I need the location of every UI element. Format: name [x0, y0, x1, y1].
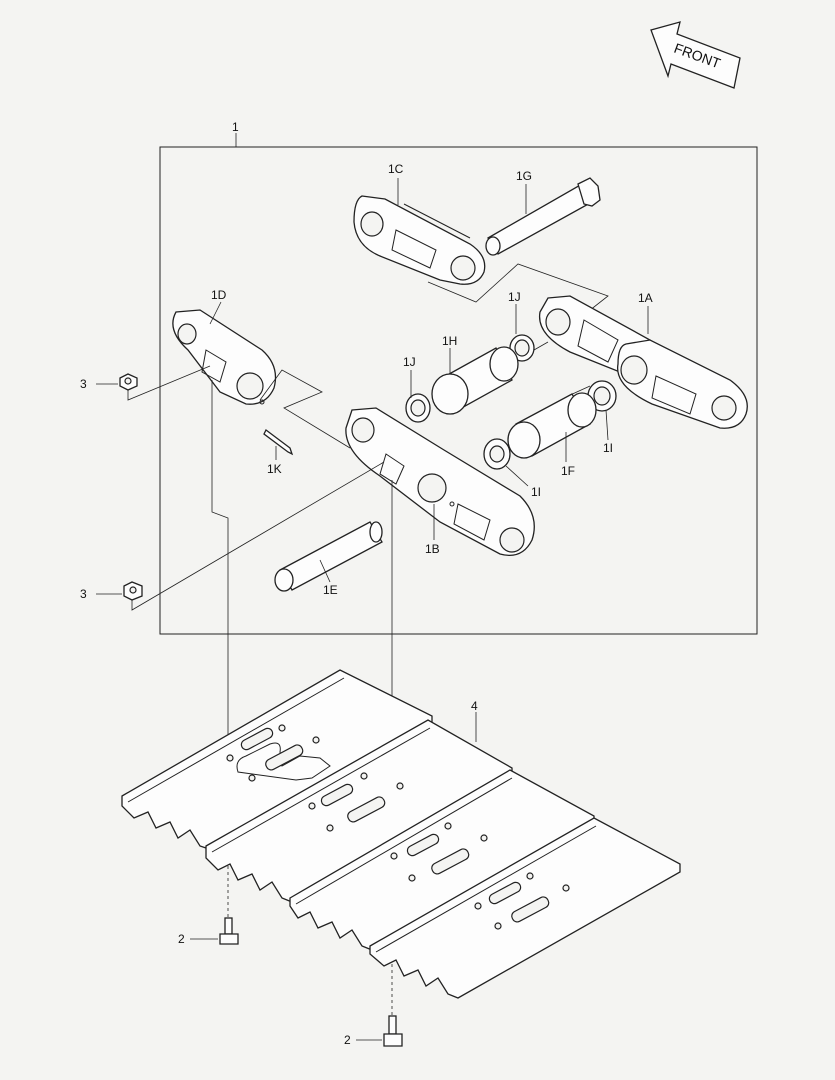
front-arrow-icon: FRONT — [650, 21, 741, 89]
callout-2-right: 2 — [344, 1033, 351, 1047]
link-1c — [353, 195, 486, 285]
bushing-1f — [507, 392, 597, 459]
pin-1g — [485, 177, 601, 256]
callout-1c: 1C — [388, 162, 404, 176]
callout-3-upper: 3 — [80, 377, 87, 391]
callout-1k: 1K — [267, 462, 282, 476]
callout-1f: 1F — [561, 464, 575, 478]
bolt-2-right — [383, 1015, 403, 1047]
callout-1: 1 — [232, 120, 239, 134]
callout-4: 4 — [471, 699, 478, 713]
callout-3-lower: 3 — [80, 587, 87, 601]
link-1a — [538, 295, 748, 429]
callout-1j-upper: 1J — [508, 290, 521, 304]
cotter-pin-1k — [263, 429, 294, 456]
callout-1i-lower: 1I — [531, 485, 541, 499]
callout-1g: 1G — [516, 169, 532, 183]
callout-1d: 1D — [211, 288, 227, 302]
callout-1a: 1A — [638, 291, 653, 305]
pin-1e — [274, 521, 383, 592]
link-1b — [345, 407, 535, 557]
bushing-1h — [431, 346, 519, 415]
assembly-1-frame — [159, 146, 758, 635]
callout-2-left: 2 — [178, 932, 185, 946]
seal-1j-upper — [509, 334, 535, 362]
callout-1b: 1B — [425, 542, 440, 556]
callout-1e: 1E — [323, 583, 338, 597]
callout-1h: 1H — [442, 334, 457, 348]
link-1d — [172, 309, 277, 405]
nut-3-upper — [119, 373, 138, 391]
seal-1i-lower — [483, 438, 511, 470]
track-shoes-4 — [121, 669, 681, 999]
nut-3-lower — [123, 581, 143, 601]
callout-1j-lower: 1J — [403, 355, 416, 369]
seal-1j-lower — [405, 393, 431, 423]
callout-1i-right: 1I — [603, 441, 613, 455]
bolt-2-left — [219, 917, 239, 945]
